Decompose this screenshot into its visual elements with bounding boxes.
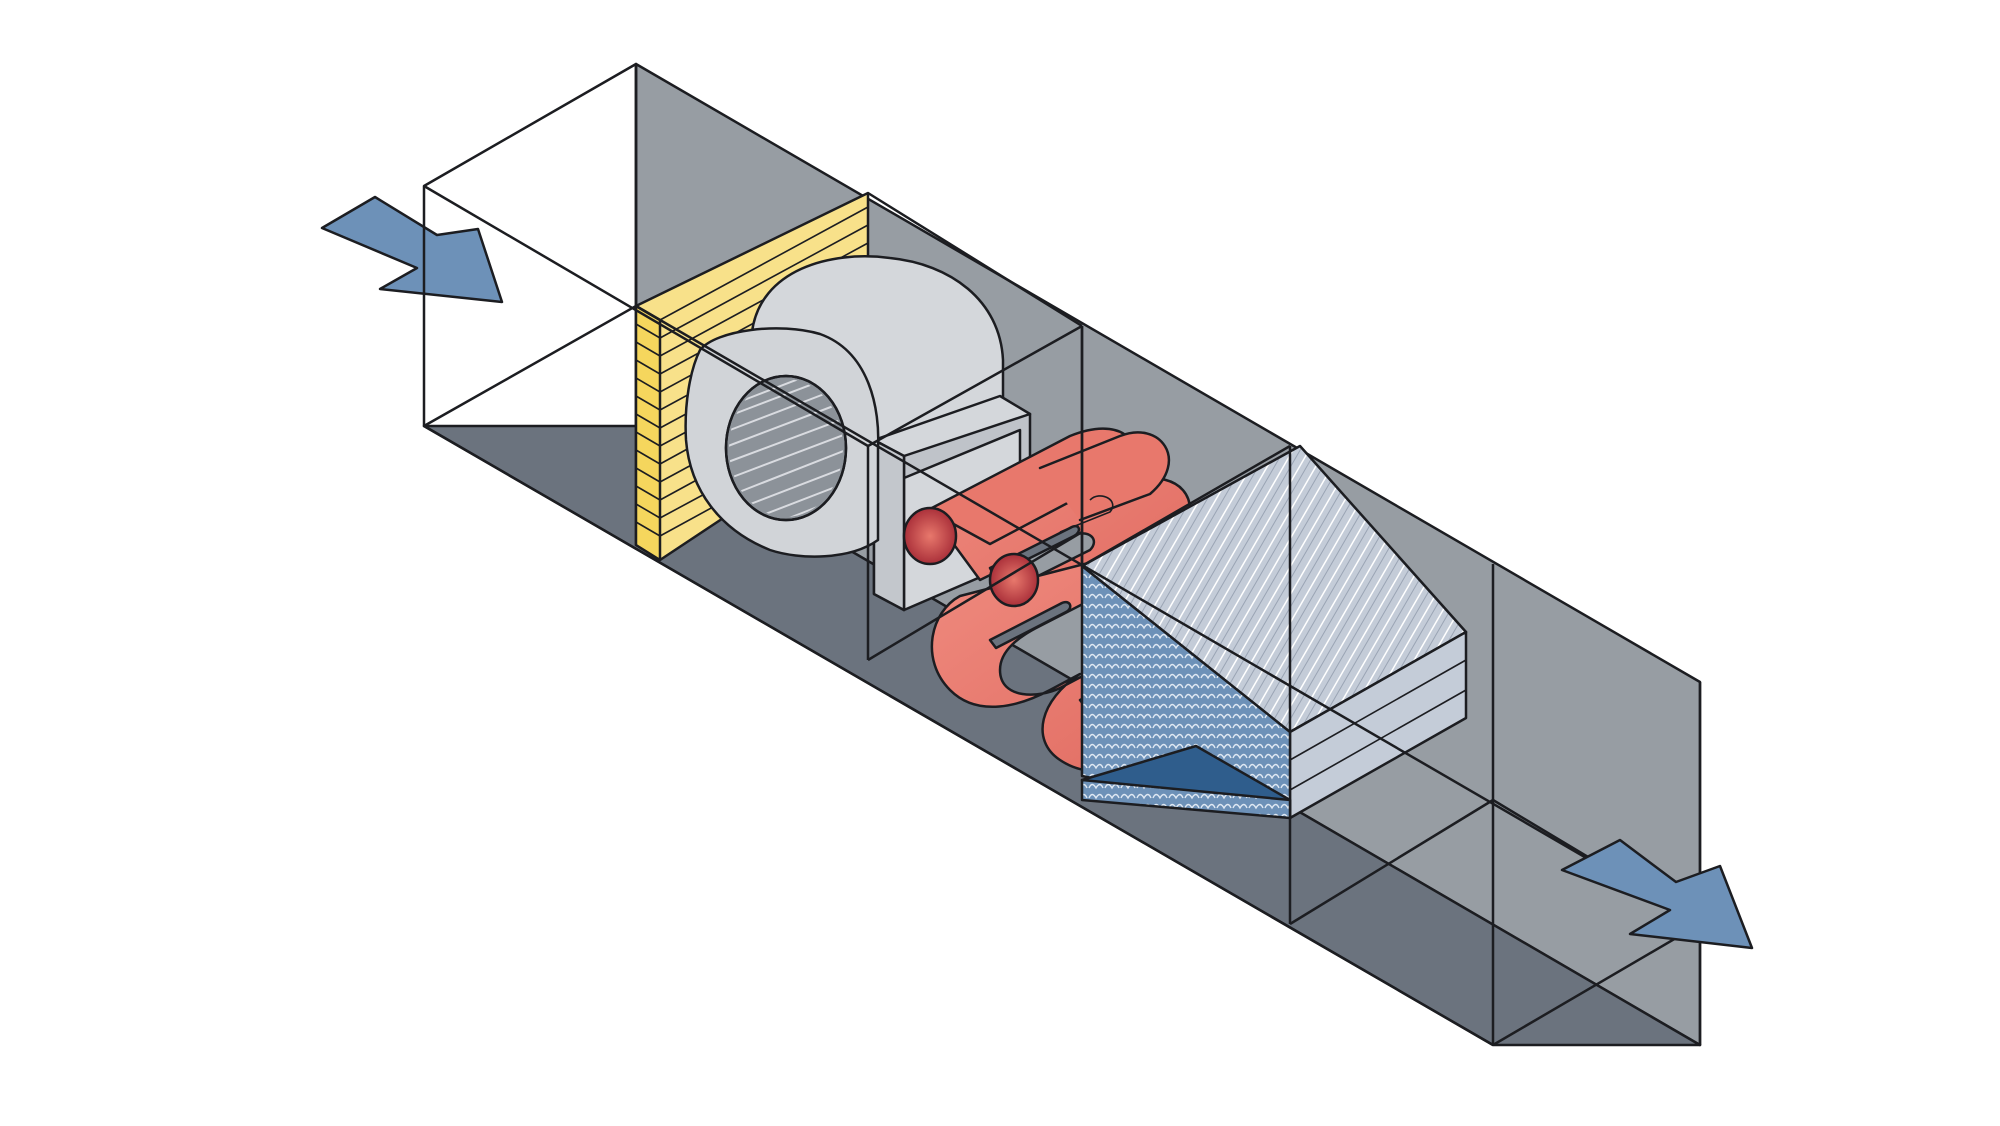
heating-coil-inlet-pipe-icon	[904, 508, 956, 564]
air-inlet-arrow-icon	[322, 197, 502, 302]
